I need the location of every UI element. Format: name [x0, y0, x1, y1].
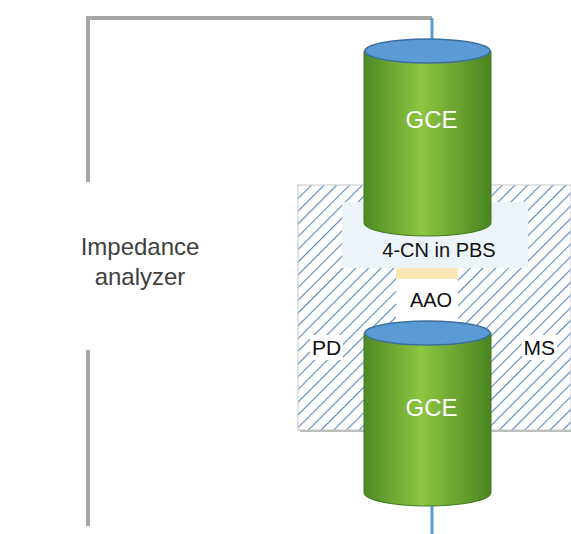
electrode-cylinder: GCE: [364, 320, 499, 506]
electrode-cylinder: GCE: [364, 38, 499, 236]
electrode-label: GCE: [364, 394, 499, 423]
cylinder-body: [364, 51, 491, 236]
part-label: PD: [310, 335, 343, 360]
electrode-label: GCE: [364, 106, 499, 135]
cylinder-top: [365, 321, 490, 345]
cylinder-top: [365, 39, 490, 63]
membrane-layer: [396, 268, 458, 279]
lead-wire: [86, 350, 90, 526]
membrane-well: AAO: [396, 268, 466, 324]
membrane-label: AAO: [396, 288, 466, 312]
part-label: MS: [522, 335, 558, 360]
cyl-outline: [364, 38, 499, 236]
solution-label: 4-CN in PBS: [342, 238, 536, 262]
instrument-label: Impedance analyzer: [66, 232, 214, 292]
